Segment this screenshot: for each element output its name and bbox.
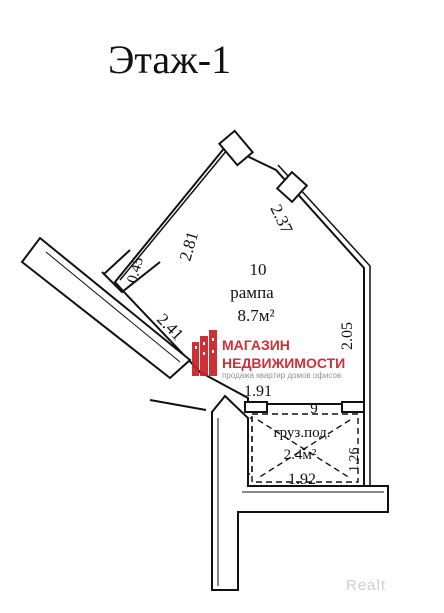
- niche-045: [101, 249, 161, 294]
- wall-column-top: [217, 129, 255, 167]
- watermark-brand-line1: МАГАЗИН: [222, 337, 290, 353]
- watermark-brand-line2: НЕДВИЖИМОСТИ: [222, 355, 345, 371]
- room-10-number: 10: [250, 260, 267, 279]
- wall-column-right: [275, 170, 309, 204]
- dimension-label: 1.91: [244, 383, 272, 400]
- dimension-label: 1.92: [288, 471, 316, 488]
- dimension-label: 2.05: [339, 322, 356, 350]
- agency-watermark: МАГАЗИН НЕДВИЖИМОСТИ продажа квартир дом…: [192, 330, 345, 380]
- dimension-label: 0.45: [124, 255, 147, 285]
- room-10-area: 8.7м²: [237, 306, 274, 325]
- partition-walls: [149, 399, 365, 413]
- dimension-label: 2.81: [176, 229, 202, 263]
- corner-watermark: Realt: [346, 577, 386, 594]
- floor-title: Этаж-1: [108, 37, 231, 82]
- dimension-label: 1.26: [347, 448, 362, 473]
- dimension-label: 2.37: [266, 201, 296, 237]
- lower-wall-block: [211, 394, 389, 591]
- left-slab: [20, 236, 192, 380]
- room-10-name: рампа: [230, 283, 274, 302]
- watermark-tagline: продажа квартир домов офисов: [222, 371, 341, 380]
- room-9-number: 9: [310, 401, 318, 417]
- room-9-area: 2.4м²: [284, 447, 317, 463]
- room-9-name: груз.под.: [273, 425, 330, 441]
- building-logo-icon: [192, 330, 217, 376]
